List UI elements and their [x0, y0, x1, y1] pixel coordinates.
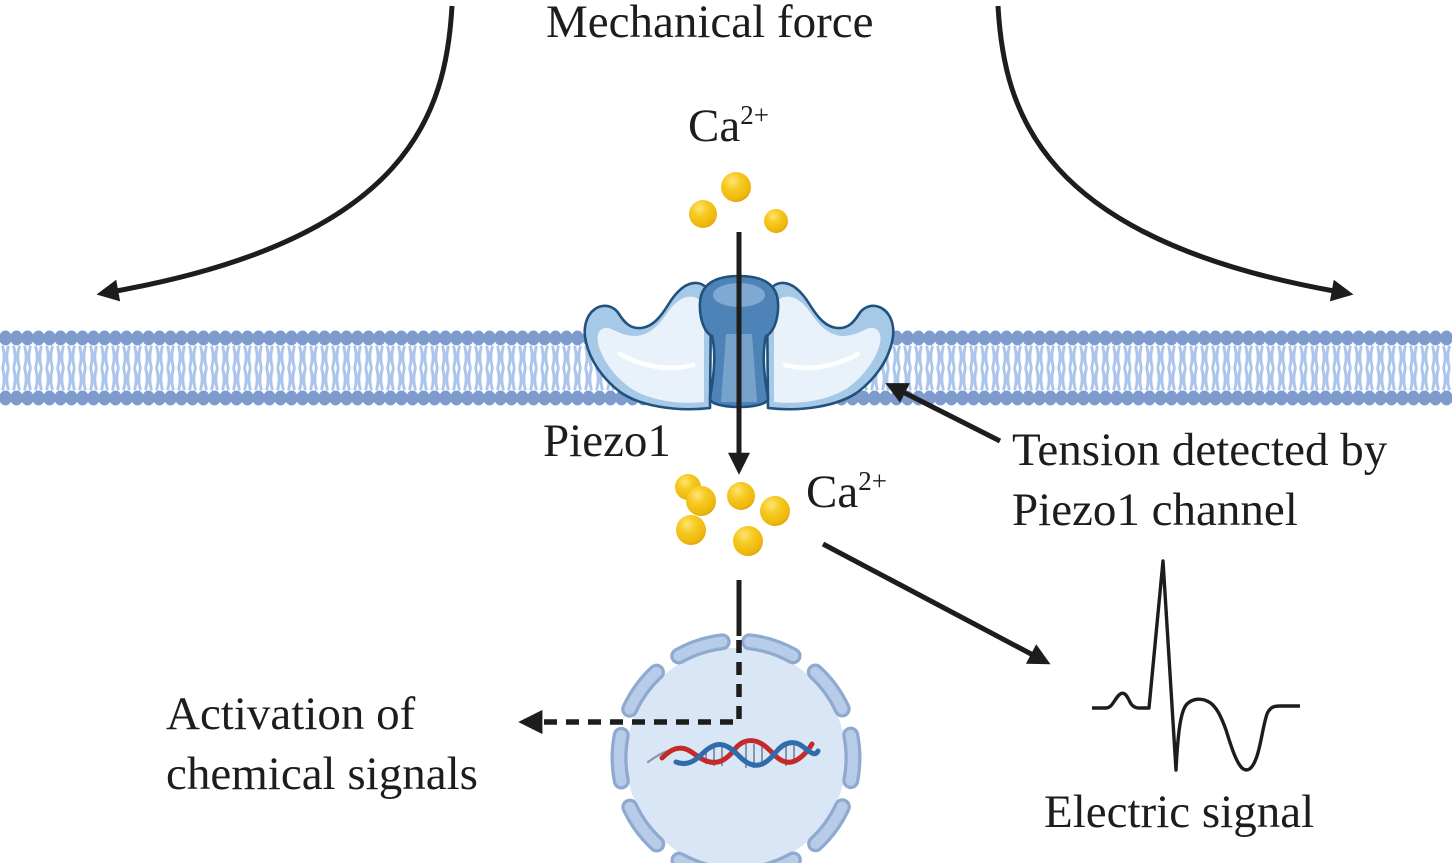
calcium-ions-intracellular	[675, 474, 790, 556]
electric-signal-arrow	[821, 541, 1051, 665]
calcium-ion	[676, 515, 706, 545]
dna-helix-icon	[646, 738, 821, 768]
tension-detected-label: Tension detected by Piezo1 channel	[1012, 420, 1387, 540]
activation-label-line1: Activation of	[166, 688, 416, 740]
chemical-signal-dashed-arrow	[518, 640, 742, 735]
ecg-waveform-icon	[1092, 559, 1300, 772]
calcium-label-bottom: Ca2+	[806, 462, 887, 522]
mechanical-force-label: Mechanical force	[546, 0, 874, 48]
calcium-symbol: Ca	[806, 466, 859, 518]
calcium-label-top: Ca2+	[688, 96, 769, 156]
nucleus	[610, 632, 862, 863]
piezo1-label: Piezo1	[543, 415, 671, 467]
calcium-ion	[727, 482, 755, 510]
tension-label-line1: Tension detected by	[1012, 424, 1388, 476]
calcium-ion	[689, 200, 717, 228]
channel-wing-left	[583, 281, 713, 411]
force-arrow-right	[995, 5, 1354, 302]
calcium-symbol: Ca	[688, 100, 741, 152]
calcium-charge-superscript: 2+	[740, 100, 769, 130]
tension-arrow	[885, 383, 1002, 444]
calcium-ion	[760, 496, 790, 526]
calcium-ion	[686, 486, 716, 516]
nucleus-envelope	[613, 635, 859, 863]
calcium-charge-superscript: 2+	[858, 466, 887, 496]
calcium-ions-extracellular	[689, 172, 788, 233]
calcium-ion	[721, 172, 751, 202]
calcium-ion	[733, 526, 763, 556]
tension-label-line2: Piezo1 channel	[1012, 484, 1298, 537]
calcium-ion	[764, 209, 788, 233]
activation-chemical-signals-label: Activation of chemical signals	[166, 684, 478, 804]
force-arrow-left	[96, 5, 455, 302]
activation-label-line2: chemical signals	[166, 748, 478, 801]
electric-signal-label: Electric signal	[1044, 786, 1315, 838]
